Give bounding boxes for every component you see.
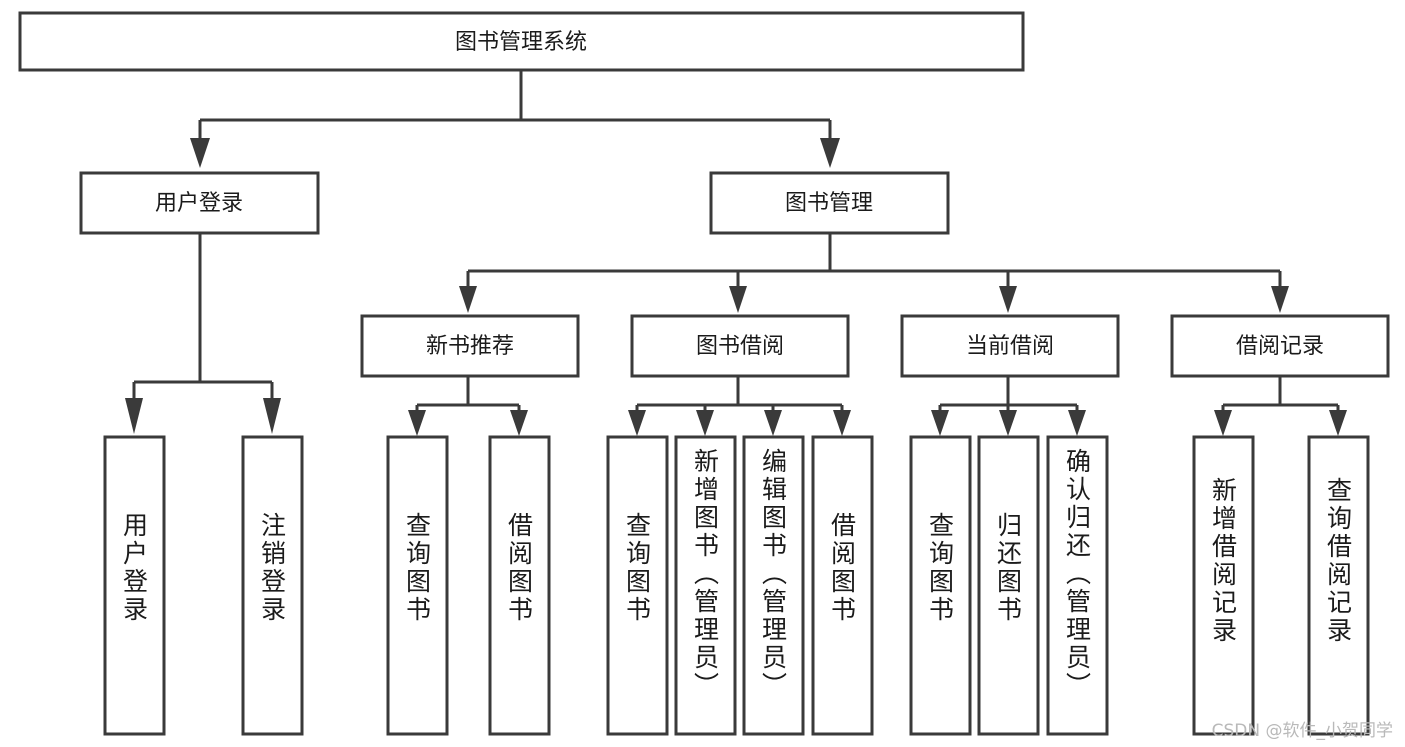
node-leaf-confirm-return[interactable]: 确认归还（管理员） xyxy=(1046,435,1109,736)
node-leaf-query-record-box[interactable] xyxy=(1307,435,1370,736)
node-leaf-query-book-2-label: 查询图书 xyxy=(623,512,652,624)
node-leaf-return-book-box[interactable] xyxy=(977,435,1040,736)
node-leaf-add-book-label: 新增图书（管理员） xyxy=(691,448,720,700)
arrow-head-leaf-query-book-2 xyxy=(628,410,646,436)
node-leaf-edit-book[interactable]: 编辑图书（管理员） xyxy=(742,435,805,736)
node-leaf-logout-box[interactable] xyxy=(241,435,304,736)
node-leaf-add-book-box[interactable] xyxy=(674,435,737,736)
node-new-book-recommend[interactable]: 新书推荐 xyxy=(360,314,580,378)
node-leaf-query-book-3-box[interactable] xyxy=(909,435,972,736)
node-leaf-borrow-book-2-box[interactable] xyxy=(811,435,874,736)
node-borrow-record-box[interactable] xyxy=(1170,314,1390,378)
arrow-head-leaf-query-record xyxy=(1329,410,1347,436)
node-leaf-borrow-book-1-box[interactable] xyxy=(488,435,551,736)
node-leaf-add-record[interactable]: 新增借阅记录 xyxy=(1192,435,1255,736)
node-root-box[interactable] xyxy=(18,11,1025,72)
node-leaf-add-record-label: 新增借阅记录 xyxy=(1209,477,1238,645)
node-book-management-label: 图书管理 xyxy=(785,191,873,216)
connector-group-user-login xyxy=(125,233,281,434)
node-new-book-recommend-label: 新书推荐 xyxy=(426,334,514,359)
arrow-head-leaf-borrow-book-1 xyxy=(510,410,528,436)
connector-group-current-borrow xyxy=(931,376,1086,436)
arrow-head-leaf-add-record xyxy=(1214,410,1232,436)
node-leaf-edit-book-label: 编辑图书（管理员） xyxy=(759,448,788,700)
node-user-login-box[interactable] xyxy=(79,171,320,235)
node-leaf-user-login-label: 用户登录 xyxy=(120,512,149,624)
connector-group-borrow-record xyxy=(1214,376,1347,436)
arrow-head-leaf-edit-book xyxy=(764,410,782,436)
node-book-borrow-label: 图书借阅 xyxy=(696,334,784,359)
connector-group-book-borrow xyxy=(628,376,851,436)
arrow-head-leaf-user-login xyxy=(125,398,143,434)
arrow-head-book-management xyxy=(820,138,840,168)
node-user-login-label: 用户登录 xyxy=(155,191,243,216)
node-leaf-confirm-return-label: 确认归还（管理员） xyxy=(1063,448,1092,700)
node-leaf-confirm-return-box[interactable] xyxy=(1046,435,1109,736)
arrow-head-borrow-record xyxy=(1271,286,1289,313)
node-leaf-user-login-box[interactable] xyxy=(103,435,166,736)
node-new-book-recommend-box[interactable] xyxy=(360,314,580,378)
arrow-head-leaf-add-book xyxy=(696,410,714,436)
arrow-head-leaf-query-book-1 xyxy=(408,410,426,436)
node-root-label: 图书管理系统 xyxy=(455,30,587,55)
node-leaf-query-record[interactable]: 查询借阅记录 xyxy=(1307,435,1370,736)
node-leaf-return-book[interactable]: 归还图书 xyxy=(977,435,1040,736)
node-leaf-user-login[interactable]: 用户登录 xyxy=(103,435,166,736)
arrow-head-leaf-return-book xyxy=(999,410,1017,436)
node-leaf-borrow-book-2-label: 借阅图书 xyxy=(828,512,857,624)
csdn-watermark: CSDN @软件_小贺同学 xyxy=(1211,721,1393,741)
connector-group-new-book-recommend xyxy=(408,376,528,436)
node-borrow-record[interactable]: 借阅记录 xyxy=(1170,314,1390,378)
node-leaf-query-book-1[interactable]: 查询图书 xyxy=(386,435,449,736)
node-leaf-query-record-label: 查询借阅记录 xyxy=(1324,477,1353,645)
node-leaf-borrow-book-1[interactable]: 借阅图书 xyxy=(488,435,551,736)
node-leaf-add-record-box[interactable] xyxy=(1192,435,1255,736)
node-leaf-query-book-1-box[interactable] xyxy=(386,435,449,736)
arrow-head-leaf-logout xyxy=(263,398,281,434)
node-leaf-query-book-2-box[interactable] xyxy=(606,435,669,736)
node-leaf-edit-book-box[interactable] xyxy=(742,435,805,736)
node-leaf-add-book[interactable]: 新增图书（管理员） xyxy=(674,435,737,736)
connector-group-root xyxy=(190,70,840,168)
node-leaf-query-book-3-label: 查询图书 xyxy=(926,512,955,624)
arrow-head-leaf-borrow-book-2 xyxy=(833,410,851,436)
node-leaf-query-book-1-label: 查询图书 xyxy=(403,512,432,624)
node-leaf-borrow-book-1-label: 借阅图书 xyxy=(505,512,534,624)
arrow-head-new-book-recommend xyxy=(459,286,477,313)
arrow-head-user-login xyxy=(190,138,210,168)
node-leaf-logout[interactable]: 注销登录 xyxy=(241,435,304,736)
node-book-management[interactable]: 图书管理 xyxy=(709,171,950,235)
node-current-borrow-box[interactable] xyxy=(900,314,1120,378)
node-user-login[interactable]: 用户登录 xyxy=(79,171,320,235)
node-book-management-box[interactable] xyxy=(709,171,950,235)
node-book-borrow[interactable]: 图书借阅 xyxy=(630,314,850,378)
node-leaf-return-book-label: 归还图书 xyxy=(994,512,1023,624)
node-root[interactable]: 图书管理系统 xyxy=(18,11,1025,72)
node-leaf-borrow-book-2[interactable]: 借阅图书 xyxy=(811,435,874,736)
arrow-head-leaf-query-book-3 xyxy=(931,410,949,436)
connector-group-book-management xyxy=(459,233,1289,313)
node-leaf-query-book-3[interactable]: 查询图书 xyxy=(909,435,972,736)
arrow-head-current-borrow xyxy=(999,286,1017,313)
node-leaf-query-book-2[interactable]: 查询图书 xyxy=(606,435,669,736)
node-book-borrow-box[interactable] xyxy=(630,314,850,378)
arrow-head-book-borrow xyxy=(729,286,747,313)
node-leaf-logout-label: 注销登录 xyxy=(258,512,287,624)
arrow-head-leaf-confirm-return xyxy=(1068,410,1086,436)
node-borrow-record-label: 借阅记录 xyxy=(1236,334,1324,359)
node-current-borrow-label: 当前借阅 xyxy=(966,334,1054,359)
node-current-borrow[interactable]: 当前借阅 xyxy=(900,314,1120,378)
